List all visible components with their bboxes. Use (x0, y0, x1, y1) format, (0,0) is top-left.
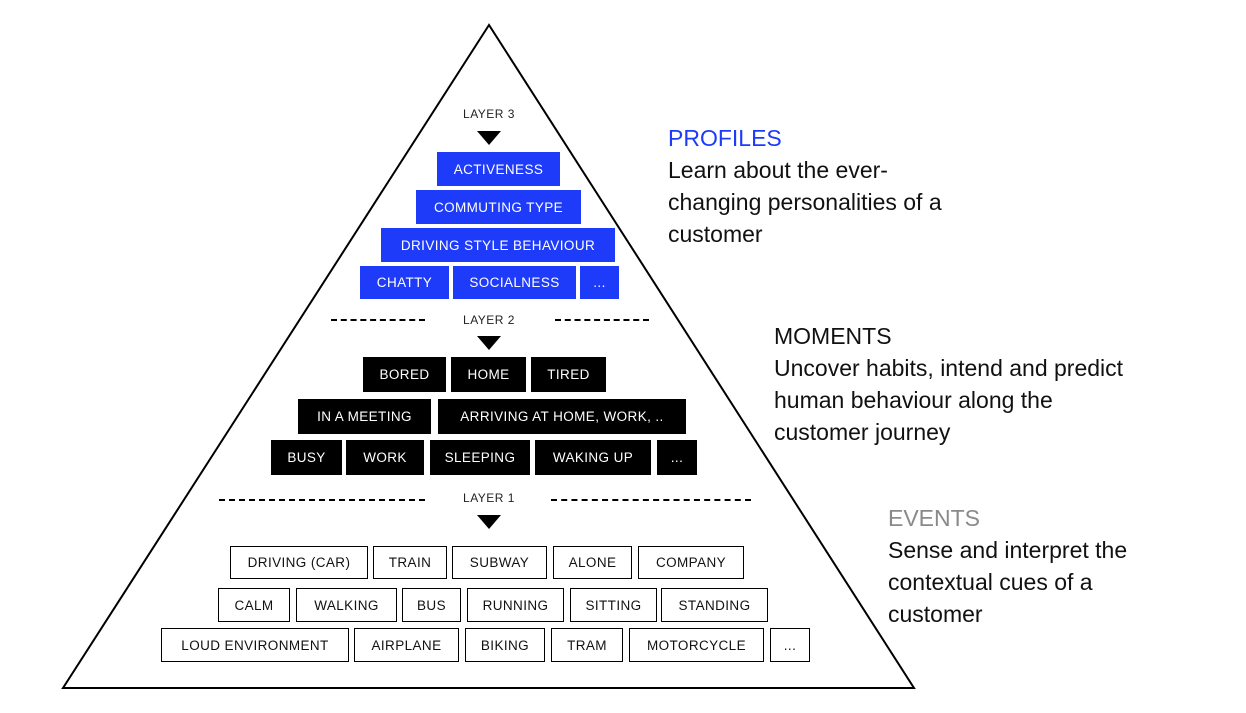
profile-tag: ... (580, 266, 619, 299)
moments-desc-line: customer journey (774, 419, 951, 445)
profile-tag: DRIVING STYLE BEHAVIOUR (381, 228, 615, 262)
moment-tag: TIRED (531, 357, 606, 392)
layer-2-divider-left (331, 319, 425, 321)
moments-title: MOMENTS (774, 323, 892, 349)
event-tag: AIRPLANE (354, 628, 459, 662)
event-tag: TRAIN (373, 546, 447, 579)
layer-1-divider-right (551, 499, 751, 501)
moment-tag: BUSY (271, 440, 342, 475)
layer-2-label: LAYER 2 (463, 313, 515, 327)
profile-tag: ACTIVENESS (437, 152, 560, 186)
event-tag: TRAM (551, 628, 623, 662)
layer-1-label: LAYER 1 (463, 491, 515, 505)
profiles-desc-line: changing personalities of a (668, 189, 942, 215)
profiles-description: PROFILES Learn about the ever- changing … (668, 122, 942, 250)
moments-desc-line: Uncover habits, intend and predict (774, 355, 1124, 381)
profile-tag: CHATTY (360, 266, 449, 299)
moment-tag: WORK (346, 440, 424, 475)
event-tag: STANDING (661, 588, 768, 622)
events-title: EVENTS (888, 505, 981, 531)
profile-tag: COMMUTING TYPE (416, 190, 581, 224)
moment-tag: BORED (363, 357, 446, 392)
event-tag: SUBWAY (452, 546, 547, 579)
layer-2-arrow-icon (477, 336, 501, 350)
moment-tag: IN A MEETING (298, 399, 431, 434)
event-tag: BUS (402, 588, 461, 622)
event-tag: ... (770, 628, 810, 662)
event-tag: DRIVING (CAR) (230, 546, 368, 579)
profile-tag: SOCIALNESS (453, 266, 576, 299)
events-desc-line: contextual cues of a (888, 569, 1093, 595)
event-tag: ALONE (553, 546, 632, 579)
moment-tag: ... (657, 440, 697, 475)
events-description: EVENTS Sense and interpret the contextua… (888, 502, 1127, 630)
moment-tag: HOME (451, 357, 526, 392)
profiles-desc-line: Learn about the ever- (668, 157, 888, 183)
events-desc-line: Sense and interpret the (888, 537, 1128, 563)
layer-1-arrow-icon (477, 515, 501, 529)
event-tag: COMPANY (638, 546, 744, 579)
layer-3-label: LAYER 3 (463, 107, 515, 121)
event-tag: RUNNING (467, 588, 564, 622)
profiles-desc-line: customer (668, 221, 763, 247)
layer-2-divider-right (555, 319, 649, 321)
moment-tag: WAKING UP (535, 440, 651, 475)
moments-description: MOMENTS Uncover habits, intend and predi… (774, 320, 1123, 448)
layer-3-arrow-icon (477, 131, 501, 145)
event-tag: MOTORCYCLE (629, 628, 764, 662)
event-tag: LOUD ENVIRONMENT (161, 628, 349, 662)
profiles-title: PROFILES (668, 125, 782, 151)
moment-tag: SLEEPING (430, 440, 530, 475)
event-tag: CALM (218, 588, 290, 622)
layer-1-divider-left (219, 499, 425, 501)
moment-tag: ARRIVING AT HOME, WORK, .. (438, 399, 686, 434)
moments-desc-line: human behaviour along the (774, 387, 1053, 413)
events-desc-line: customer (888, 601, 983, 627)
event-tag: BIKING (465, 628, 545, 662)
event-tag: WALKING (296, 588, 397, 622)
event-tag: SITTING (570, 588, 657, 622)
